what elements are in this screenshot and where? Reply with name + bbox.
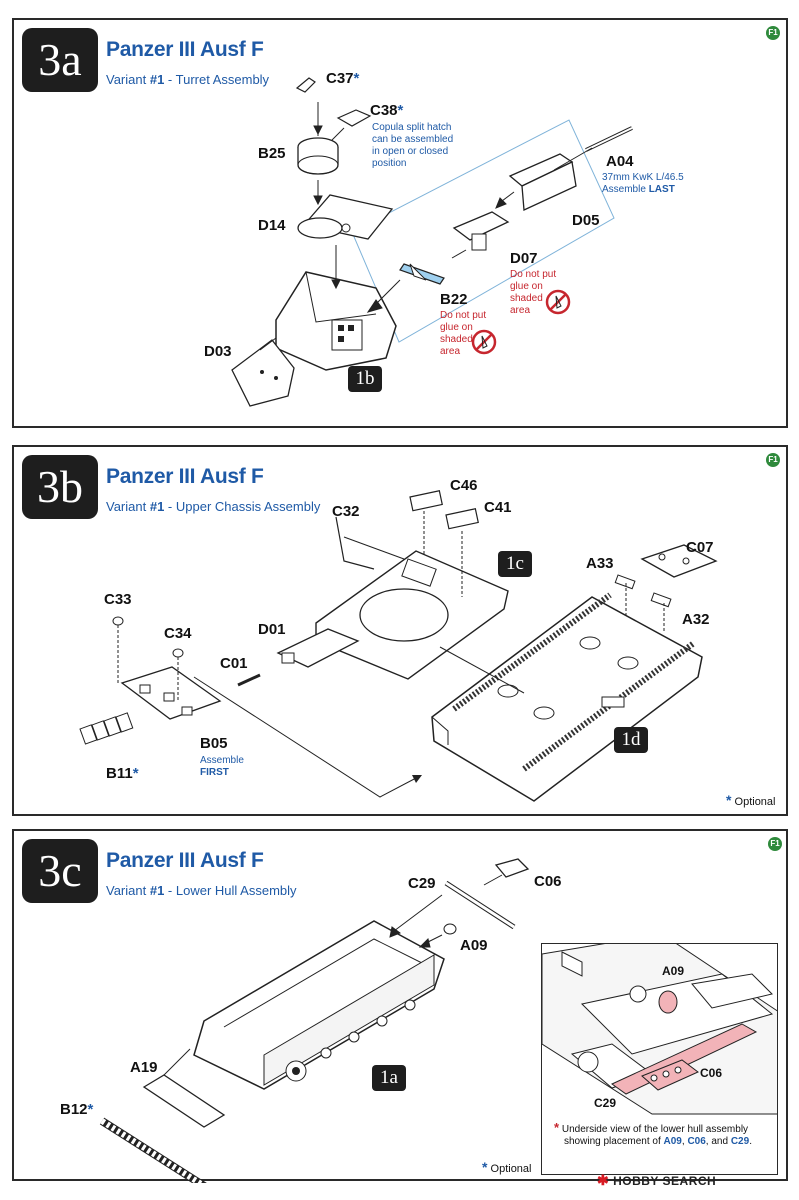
step-number-badge: 3b (22, 455, 98, 519)
part-label-a32: A32 (682, 611, 710, 628)
copula-note: Copula split hatch can be assembled in o… (372, 122, 454, 169)
underside-view-inset: A09 C06 C29 * Underside view of the lowe… (541, 943, 778, 1175)
assemble-first-note: Assemble FIRST (200, 755, 244, 778)
optional-legend: * Optional (482, 1159, 532, 1175)
part-label-c33: C33 (104, 591, 132, 608)
no-glue-icon (545, 289, 571, 315)
part-label-b11: B11* (106, 765, 139, 782)
part-label-c06: C06 (534, 873, 562, 890)
part-label-d07: D07 (510, 250, 538, 267)
part-label-c38: C38* (370, 102, 404, 119)
sheet-mark-icon: F1 (768, 837, 782, 851)
step-subtitle: Variant #1 - Upper Chassis Assembly (106, 499, 321, 514)
part-label-b05: B05 (200, 735, 228, 752)
underside-drawing (542, 944, 777, 1115)
inset-label-a09: A09 (662, 964, 685, 978)
part-label-b12: B12* (60, 1101, 94, 1118)
upper-chassis-drawing (79, 490, 718, 802)
step-title: Panzer III Ausf F (106, 38, 264, 61)
inset-label-c06: C06 (700, 1066, 723, 1080)
part-label-c32: C32 (332, 503, 360, 520)
part-label-c37: C37* (326, 70, 360, 87)
step-title: Panzer III Ausf F (106, 465, 264, 488)
step-3c-panel: 3c Panzer III Ausf F Variant #1 - Lower … (12, 829, 788, 1183)
lower-hull-drawing (99, 858, 530, 1183)
inset-caption: * Underside view of the lower hull assem… (554, 1120, 752, 1147)
part-label-c41: C41 (484, 499, 512, 516)
gun-note: 37mm KwK L/46.5 Assemble LAST (602, 172, 684, 195)
part-label-a19: A19 (130, 1059, 158, 1076)
ref-badge-1c: 1c (498, 551, 532, 577)
sheet-mark-icon: F1 (766, 26, 780, 40)
sheet-mark-icon: F1 (766, 453, 780, 467)
step-subtitle: Variant #1 - Turret Assembly (106, 72, 270, 87)
step-title: Panzer III Ausf F (106, 849, 264, 872)
part-label-a04: A04 (606, 153, 634, 170)
turret-assembly-drawing (231, 77, 633, 407)
part-label-d01: D01 (258, 621, 286, 638)
part-label-b22: B22 (440, 291, 468, 308)
step-3a-panel: 3a Panzer III Ausf F Variant #1 - Turret… (12, 18, 788, 428)
optional-legend: * Optional (726, 792, 776, 808)
part-label-c46: C46 (450, 477, 478, 494)
part-label-d03: D03 (204, 343, 232, 360)
part-label-a33: A33 (586, 555, 614, 572)
ref-badge-1a: 1a (372, 1065, 406, 1091)
part-label-a09: A09 (460, 937, 488, 954)
step-number-badge: 3c (22, 839, 98, 903)
no-glue-icon (471, 329, 497, 355)
no-glue-note-b22: Do not put glue on shaded area (440, 310, 487, 357)
step-number-badge: 3a (22, 28, 98, 92)
step-subtitle: Variant #1 - Lower Hull Assembly (106, 883, 297, 898)
ref-badge-1d: 1d (614, 727, 648, 753)
part-label-b25: B25 (258, 145, 286, 162)
part-label-d14: D14 (258, 217, 286, 234)
part-label-c01: C01 (220, 655, 248, 672)
part-label-d05: D05 (572, 212, 600, 229)
ref-badge-1b: 1b (348, 366, 382, 392)
step-3b-panel: 3b Panzer III Ausf F Variant #1 - Upper … (12, 445, 788, 816)
part-label-c29: C29 (408, 875, 436, 892)
site-watermark: ✱ HOBBY SEARCH (597, 1172, 717, 1188)
part-label-c07: C07 (686, 539, 714, 556)
part-label-c34: C34 (164, 625, 192, 642)
no-glue-note-d07: Do not put glue on shaded area (510, 269, 557, 316)
inset-label-c29: C29 (594, 1096, 617, 1110)
